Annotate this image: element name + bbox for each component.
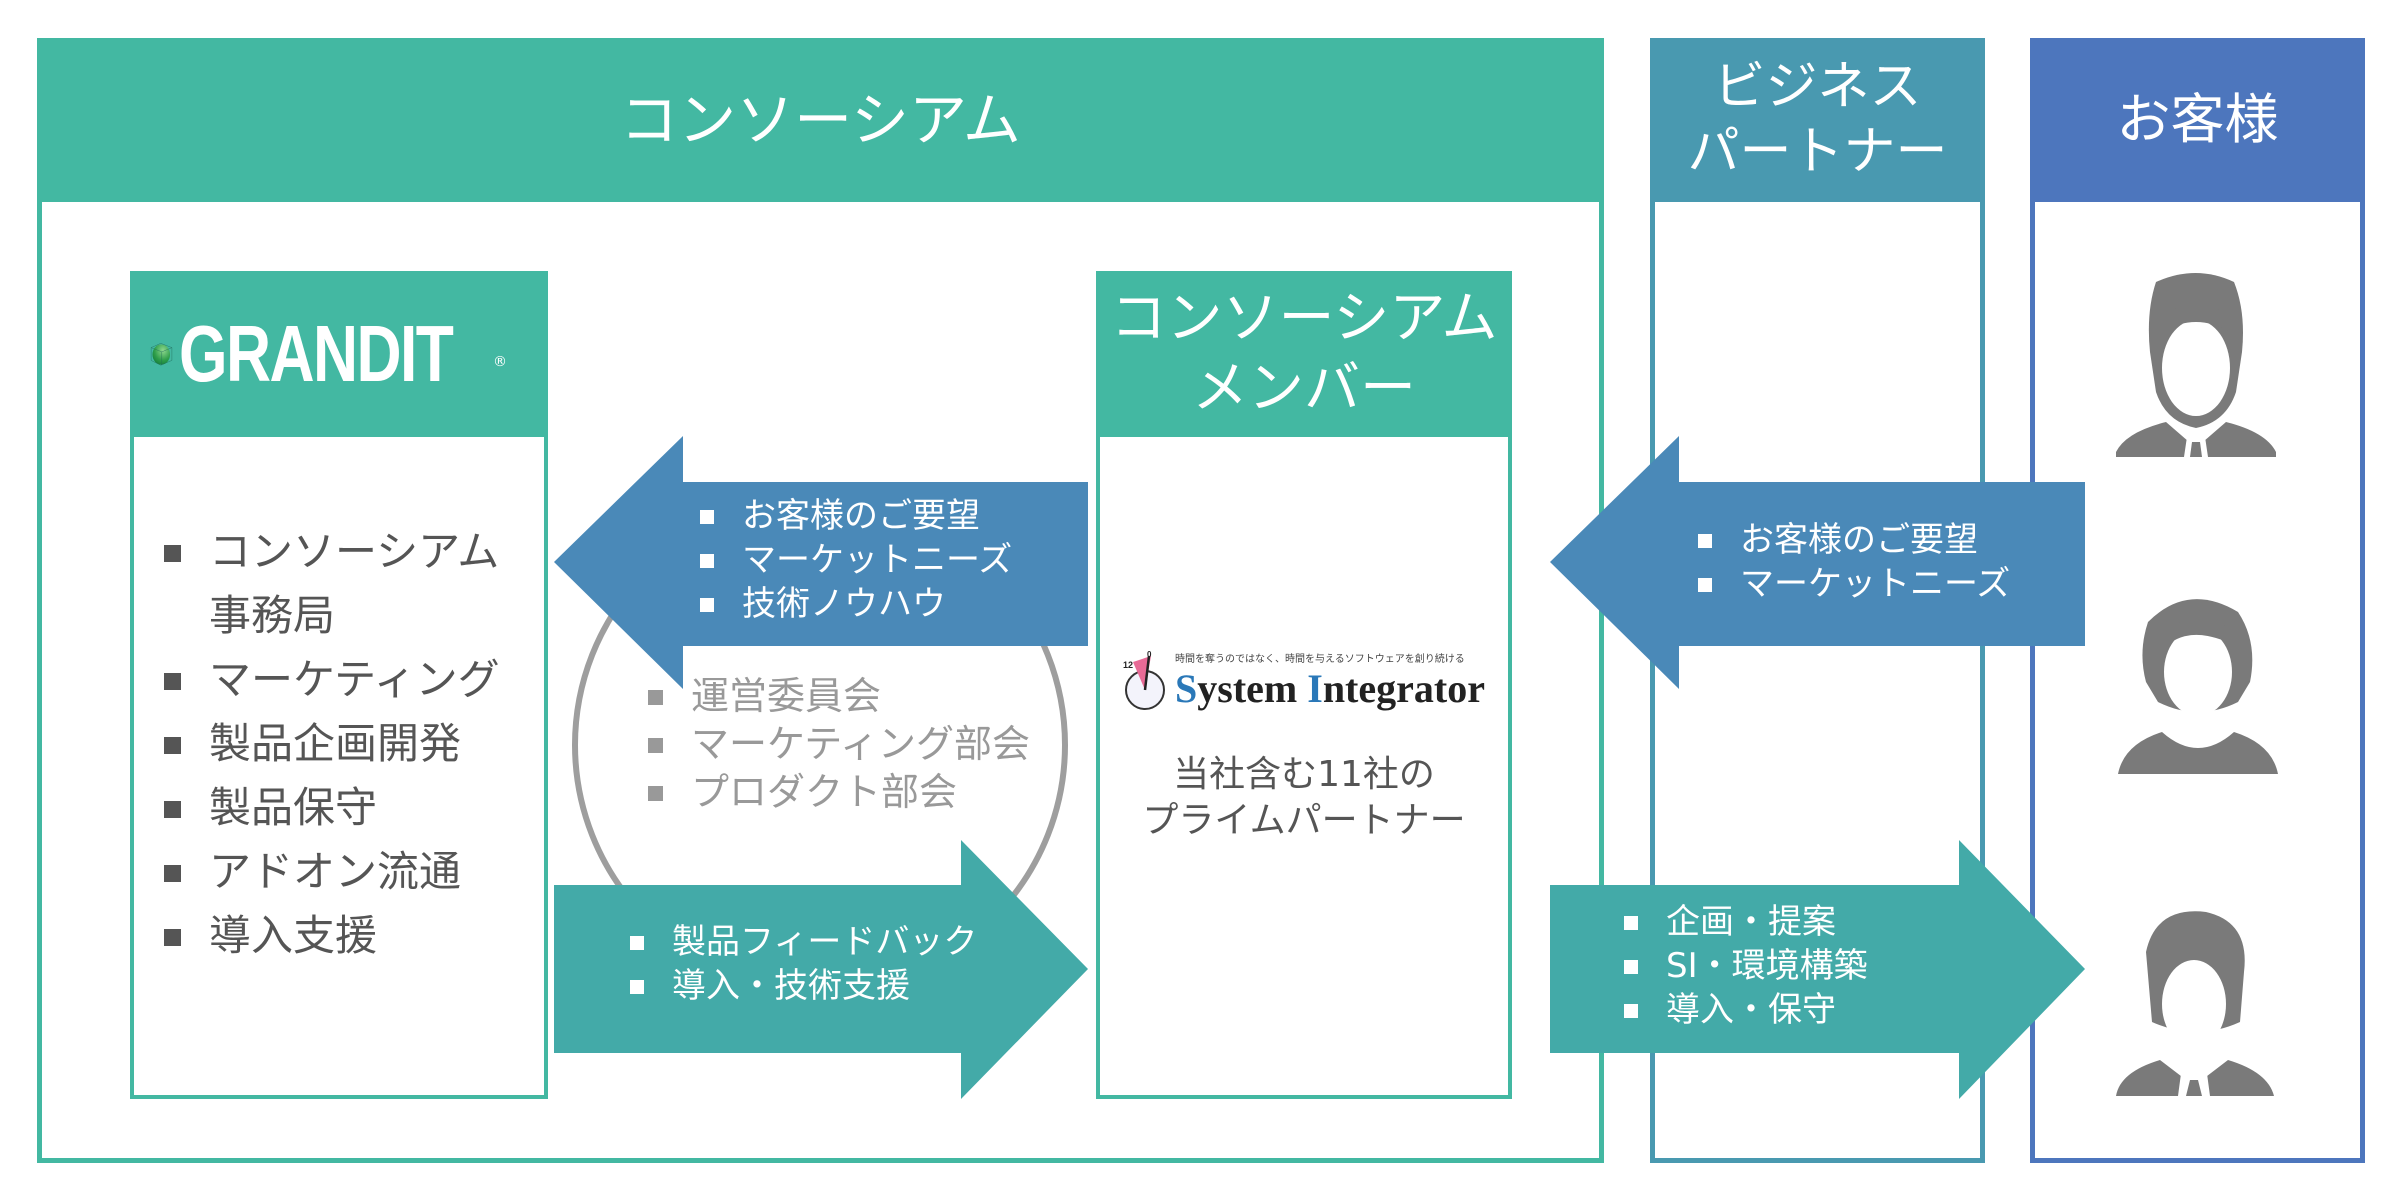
- bullet-square-icon: [700, 510, 714, 524]
- list-item: コンソーシアム事務局: [160, 520, 540, 648]
- list-item: アドオン流通: [160, 840, 540, 904]
- arrow-partner-to-customer-list: 企画・提案 SI・環境構築 導入・保守: [1624, 900, 1868, 1032]
- arrow-partner-to-customer: [1550, 840, 2085, 1099]
- list-item: お客様のご要望: [1698, 518, 2010, 562]
- list-item: 技術ノウハウ: [700, 582, 1012, 626]
- arrow-member-to-grandit: [554, 436, 1088, 689]
- member-note: 当社含む11社の プライムパートナー: [1142, 754, 1466, 841]
- list-item: 企画・提案: [1624, 900, 1868, 944]
- grandit-function-list: コンソーシアム事務局 マーケティング 製品企画開発 製品保守 アドオン流通 導入…: [160, 520, 540, 968]
- bullet-square-icon: [648, 786, 663, 801]
- bullet-square-icon: [1624, 960, 1638, 974]
- bullet-square-icon: [700, 554, 714, 568]
- businessman-icon: [2116, 273, 2276, 457]
- list-item: お客様のご要望: [700, 494, 1012, 538]
- consortium-member-header: コンソーシアム メンバー: [1096, 271, 1512, 437]
- bullet-square-icon: [164, 737, 181, 754]
- young-businessman-icon: [2116, 911, 2274, 1096]
- woman-icon: [2118, 599, 2278, 774]
- arrow-customer-to-partner-list: お客様のご要望 マーケットニーズ: [1698, 518, 2010, 606]
- grandit-header: GRANDIT ®: [130, 271, 548, 437]
- customer-header: お客様: [2030, 38, 2365, 202]
- list-item: 製品企画開発: [160, 712, 540, 776]
- grandit-logo: GRANDIT ®: [149, 304, 529, 404]
- consortium-header: コンソーシアム: [37, 38, 1604, 202]
- consortium-title: コンソーシアム: [620, 85, 1021, 154]
- list-item: 導入・保守: [1624, 988, 1868, 1032]
- business-partner-header: ビジネス パートナー: [1650, 38, 1985, 202]
- list-item: 製品フィードバック: [630, 920, 977, 964]
- bullet-square-icon: [164, 865, 181, 882]
- bullet-square-icon: [164, 801, 181, 818]
- member-title-line2: メンバー: [1192, 356, 1416, 421]
- list-item: マーケティング: [160, 648, 540, 712]
- committee-list: 運営委員会 マーケティング部会 プロダクト部会: [648, 672, 1030, 816]
- svg-text:0: 0: [1147, 650, 1152, 659]
- list-item: 運営委員会: [648, 672, 1030, 720]
- grandit-logo-text: GRANDIT: [178, 309, 454, 398]
- system-integrator-logo: 12 0 時間を奪うのではなく、時間を与えるソフトウェアを創り続ける Syste…: [1100, 650, 1508, 712]
- bullet-square-icon: [164, 673, 181, 690]
- company-tagline: 時間を奪うのではなく、時間を与えるソフトウェアを創り続ける: [1175, 654, 1465, 665]
- bullet-square-icon: [1624, 916, 1638, 930]
- business-partner-title-line2: パートナー: [1687, 122, 1948, 182]
- bullet-square-icon: [1624, 1004, 1638, 1018]
- arrow-customer-to-partner: [1550, 436, 2085, 689]
- list-item: マーケティング部会: [648, 720, 1030, 768]
- list-item: 導入支援: [160, 904, 540, 968]
- list-item: 製品保守: [160, 776, 540, 840]
- business-partner-title-line1: ビジネス: [1713, 57, 1922, 117]
- bullet-square-icon: [630, 980, 644, 994]
- clock-icon: 12 0: [1123, 650, 1166, 710]
- bullet-square-icon: [164, 545, 181, 562]
- list-item: プロダクト部会: [648, 768, 1030, 816]
- arrow-grandit-to-member: [554, 840, 1088, 1099]
- list-item: 導入・技術支援: [630, 964, 977, 1008]
- bullet-square-icon: [648, 690, 663, 705]
- company-name: System Integrator: [1175, 666, 1485, 711]
- grandit-registered-mark: ®: [493, 354, 507, 370]
- list-item: マーケットニーズ: [1698, 562, 2010, 606]
- list-item: マーケットニーズ: [700, 538, 1012, 582]
- bullet-square-icon: [1698, 578, 1712, 592]
- bullet-square-icon: [630, 936, 644, 950]
- bullet-square-icon: [700, 598, 714, 612]
- bullet-square-icon: [164, 929, 181, 946]
- svg-text:12: 12: [1123, 660, 1133, 670]
- bullet-square-icon: [648, 738, 663, 753]
- list-item: SI・環境構築: [1624, 944, 1868, 988]
- member-title-line1: コンソーシアム: [1110, 286, 1498, 351]
- grandit-sphere-icon: [150, 343, 173, 366]
- arrow-grandit-to-member-list: 製品フィードバック 導入・技術支援: [630, 920, 977, 1008]
- customer-title: お客様: [2116, 88, 2279, 152]
- bullet-square-icon: [1698, 534, 1712, 548]
- arrow-member-to-grandit-list: お客様のご要望 マーケットニーズ 技術ノウハウ: [700, 494, 1012, 626]
